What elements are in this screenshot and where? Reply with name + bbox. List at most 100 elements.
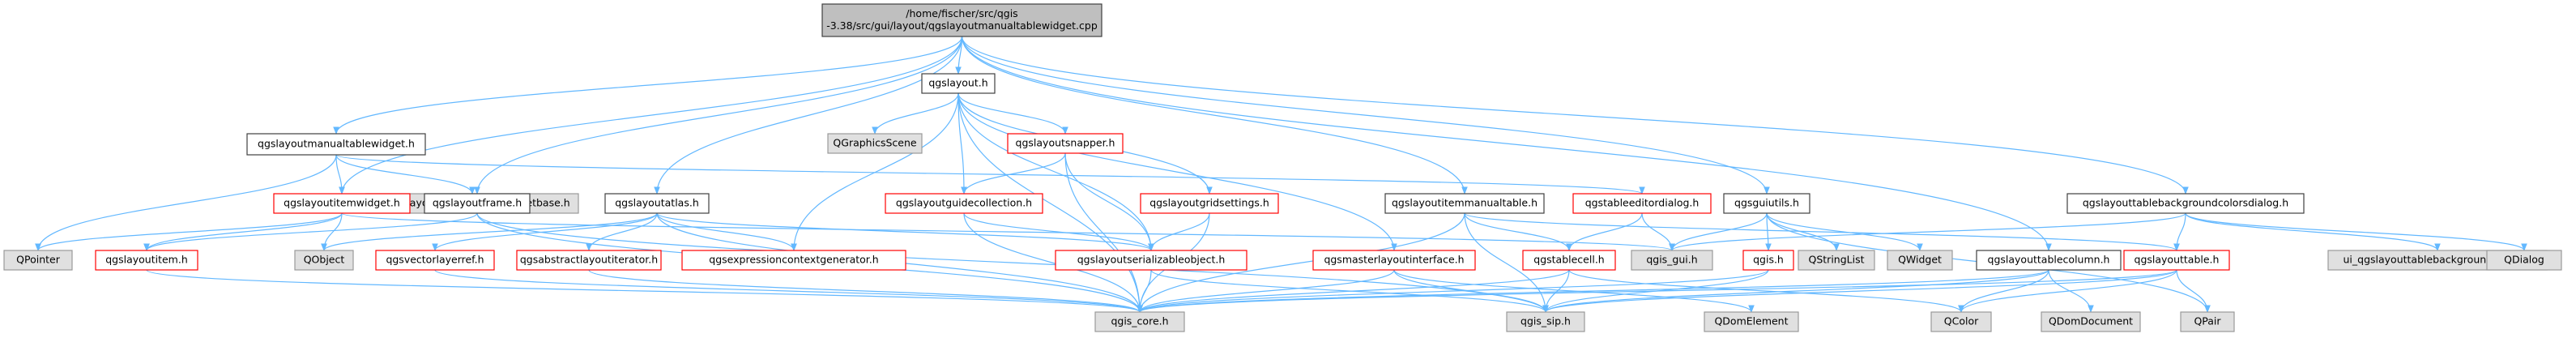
node-label-qgis_h: qgis.h	[1753, 254, 1784, 266]
node-qgis_sip: qgis_sip.h	[1506, 311, 1585, 332]
node-guiutils_h[interactable]: qgsguiutils.h	[1723, 193, 1810, 214]
node-root[interactable]: /home/fischer/src/qgis-3.38/src/gui/layo…	[821, 3, 1102, 37]
node-label-guidecollection_h: qgslayoutguidecollection.h	[896, 197, 1032, 209]
node-box-layouttable_h	[2123, 250, 2230, 271]
node-box-exprcontextgen_h	[681, 250, 906, 271]
edge-tablecell_h-to-qcolor	[1568, 269, 1964, 313]
node-label-qpointer: QPointer	[16, 254, 61, 266]
edge-tablecolumn_h-to-qgis_sip	[1542, 269, 2049, 313]
node-serializable_h[interactable]: qgslayoutserializableobject.h	[1055, 250, 1247, 271]
node-bgcolorsdialog_h[interactable]: qgslayouttablebackgroundcolorsdialog.h	[2066, 193, 2305, 214]
node-label-snapper_h: qgslayoutsnapper.h	[1016, 137, 1115, 149]
node-box-qgis_core	[1094, 311, 1185, 332]
edge-itemmanualtable_h-to-layouttable_h	[1464, 212, 2180, 251]
edge-guiutils_h-to-qwidget	[1766, 212, 1923, 251]
edge-guiutils_h-to-qstringlist	[1766, 212, 1840, 251]
node-label-qgis_sip: qgis_sip.h	[1520, 315, 1571, 327]
edge-manualtablewidget_h-to-itemwidget_h	[335, 154, 345, 195]
edge-itemwidget_h-to-qobject	[321, 212, 343, 251]
edge-itemmanualtable_h-to-tablecell_h	[1464, 212, 1572, 251]
edge-layout_h-to-masterlayout_h	[957, 92, 1397, 251]
edge-layout_h-to-exprcontextgen_h	[791, 92, 959, 251]
node-tableeditordialog_h[interactable]: qgstableeditordialog.h	[1572, 193, 1712, 214]
edge-atlas_h-to-exprcontextgen_h	[656, 212, 797, 251]
edge-root-to-itemwidget_h	[339, 36, 963, 195]
edge-root-to-guiutils_h	[961, 36, 1770, 195]
node-itemwidget_h[interactable]: qgslayoutitemwidget.h	[273, 193, 411, 214]
node-box-masterlayout_h	[1312, 250, 1476, 271]
node-label-tablecell_h: qgstablecell.h	[1533, 254, 1604, 266]
edge-layout_h-to-snapper_h	[957, 92, 1068, 135]
node-tablecell_h[interactable]: qgstablecell.h	[1522, 250, 1616, 271]
node-layouttable_h[interactable]: qgslayouttable.h	[2123, 250, 2230, 271]
edge-layouttable_h-to-qpair	[2176, 269, 2211, 313]
node-snapper_h[interactable]: qgslayoutsnapper.h	[1007, 133, 1124, 154]
node-box-graphicsscene	[827, 133, 923, 154]
edge-qgis_h-to-qgis_core	[1137, 269, 1769, 313]
edge-frame_h-to-layoutitem_h	[143, 212, 478, 251]
node-label-bgcolorsdialog_h: qgslayouttablebackgroundcolorsdialog.h	[2083, 197, 2288, 209]
node-layoutitem_h[interactable]: qgslayoutitem.h	[95, 250, 198, 271]
node-box-layoutitem_h	[95, 250, 198, 271]
edge-guidecollection_h-to-qgis_core	[963, 212, 1143, 313]
node-qobject: QObject	[294, 250, 354, 271]
edge-itemwidget_h-to-qpointer	[35, 212, 343, 251]
edge-bgcolorsdialog_h-to-qdialog	[2185, 212, 2527, 251]
node-layout_h[interactable]: qgslayout.h	[921, 73, 996, 94]
edge-itemwidget_h-to-layoutitem_h	[143, 212, 343, 251]
node-qdomdocument: QDomDocument	[2041, 311, 2141, 332]
node-qgis_h[interactable]: qgis.h	[1742, 250, 1794, 271]
node-box-manualtablewidget_h	[246, 133, 426, 156]
node-label-qdialog: QDialog	[2504, 254, 2544, 266]
node-guidecollection_h[interactable]: qgslayoutguidecollection.h	[885, 193, 1043, 214]
edge-snapper_h-to-qgis_core	[1064, 152, 1143, 313]
edge-layoutitem_h-to-qgis_core	[146, 269, 1143, 313]
edge-guiutils_h-to-qgis_h	[1765, 212, 1772, 251]
node-label-qdomdocument: QDomDocument	[2049, 315, 2133, 327]
node-label-masterlayout_h: qgsmasterlayoutinterface.h	[1324, 254, 1464, 266]
edge-root-to-manualtablewidget_h	[333, 36, 963, 135]
node-label-qgis_core: qgis_core.h	[1111, 315, 1168, 327]
edge-manualtablewidget_h-to-qpointer	[35, 154, 337, 251]
node-box-guidecollection_h	[885, 193, 1043, 214]
edge-tableeditordialog_h-to-tablecell_h	[1566, 212, 1643, 251]
edge-atlas_h-to-serializable_h	[656, 212, 1154, 251]
node-graphicsscene: QGraphicsScene	[827, 133, 923, 154]
node-qgis_core: qgis_core.h	[1094, 311, 1185, 332]
node-gridsettings_h[interactable]: qgslayoutgridsettings.h	[1140, 193, 1279, 214]
edge-layouttable_h-to-qgis_sip	[1542, 269, 2177, 313]
node-box-qobject	[294, 250, 354, 271]
node-box-snapper_h	[1007, 133, 1124, 154]
node-box-bgcolorsdialog_h	[2066, 193, 2305, 214]
node-box-qstringlist	[1798, 250, 1875, 271]
node-label-qgis_gui: qgis_gui.h	[1646, 254, 1697, 266]
edge-manualtablewidget_h-to-ui_manual	[335, 154, 476, 195]
node-itemmanualtable_h[interactable]: qgslayoutitemmanualtable.h	[1384, 193, 1545, 214]
node-qgis_gui: qgis_gui.h	[1631, 250, 1713, 271]
node-label-layouttable_h: qgslayouttable.h	[2135, 254, 2220, 266]
node-label-qwidget: QWidget	[1898, 254, 1942, 266]
edge-layouttable_h-to-qcolor	[1958, 269, 2177, 313]
node-manualtablewidget_h[interactable]: qgslayoutmanualtablewidget.h	[246, 133, 426, 156]
node-box-qcolor	[1930, 311, 1992, 332]
node-masterlayout_h[interactable]: qgsmasterlayoutinterface.h	[1312, 250, 1476, 271]
node-atlas_h[interactable]: qgslayoutatlas.h	[604, 193, 710, 214]
node-box-atlas_h	[604, 193, 710, 214]
node-vectorlayerref_h[interactable]: qgsvectorlayerref.h	[375, 250, 495, 271]
node-qwidget: QWidget	[1887, 250, 1953, 271]
edge-masterlayout_h-to-qgis_sip	[1393, 269, 1549, 313]
node-box-qpair	[2180, 311, 2235, 332]
edge-atlas_h-to-abstractiterator_h	[586, 212, 658, 251]
edge-bgcolorsdialog_h-to-qgis_gui	[1669, 212, 2186, 251]
node-box-root	[821, 3, 1102, 37]
node-tablecolumn_h[interactable]: qgslayouttablecolumn.h	[1976, 250, 2122, 271]
node-exprcontextgen_h[interactable]: qgsexpressioncontextgenerator.h	[681, 250, 906, 271]
edge-atlas_h-to-vectorlayerref_h	[432, 212, 658, 251]
node-frame_h[interactable]: qgslayoutframe.h	[424, 193, 531, 214]
node-label-ui_bgstyles: ui_qgslayouttablebackgroundstyles.h	[2343, 254, 2531, 266]
edge-root-to-bgcolorsdialog_h	[961, 36, 2189, 195]
node-qdomelement: QDomElement	[1704, 311, 1799, 332]
node-abstractiterator_h[interactable]: qgsabstractlayoutiterator.h	[516, 250, 662, 271]
node-label-qstringlist: QStringList	[1809, 254, 1865, 266]
node-label-graphicsscene: QGraphicsScene	[833, 137, 916, 149]
